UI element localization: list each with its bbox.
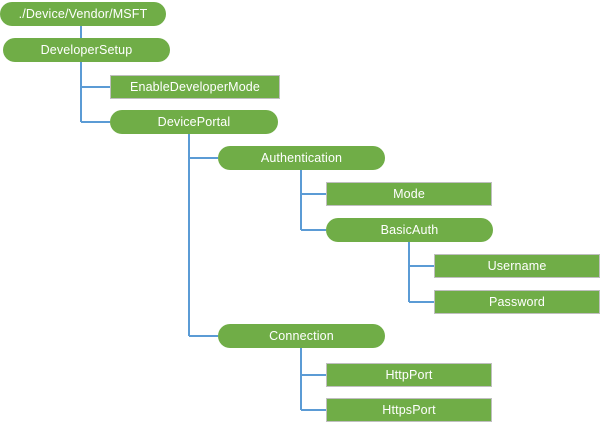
tree-node-label: Connection [269,328,334,343]
tree-node-label: ./Device/Vendor/MSFT [18,6,148,21]
tree-node-label: HttpPort [385,367,433,382]
tree-node-label: Mode [393,186,425,201]
tree-node-label: Password [488,294,546,309]
tree-node-deviceportal[interactable]: DevicePortal [110,110,278,134]
tree-node-authentication[interactable]: Authentication [218,146,385,170]
tree-node-label: DeveloperSetup [40,42,133,57]
tree-node-label: Authentication [260,150,343,165]
tree-node-password[interactable]: Password [434,290,600,314]
tree-node-label: DevicePortal [157,114,231,129]
tree-node-developersetup[interactable]: DeveloperSetup [3,38,170,62]
tree-node-enabledevelopermode[interactable]: EnableDeveloperMode [110,75,280,99]
tree-node-connection[interactable]: Connection [218,324,385,348]
tree-node-httpport[interactable]: HttpPort [326,363,492,387]
tree-node-label: EnableDeveloperMode [129,79,261,94]
tree-node-basicauth[interactable]: BasicAuth [326,218,493,242]
tree-node-label: HttpsPort [382,402,436,417]
tree-node-root[interactable]: ./Device/Vendor/MSFT [0,2,166,26]
tree-node-label: BasicAuth [380,222,439,237]
tree-node-mode[interactable]: Mode [326,182,492,206]
tree-node-httpsport[interactable]: HttpsPort [326,398,492,422]
tree-node-username[interactable]: Username [434,254,600,278]
tree-node-label: Username [487,258,547,273]
